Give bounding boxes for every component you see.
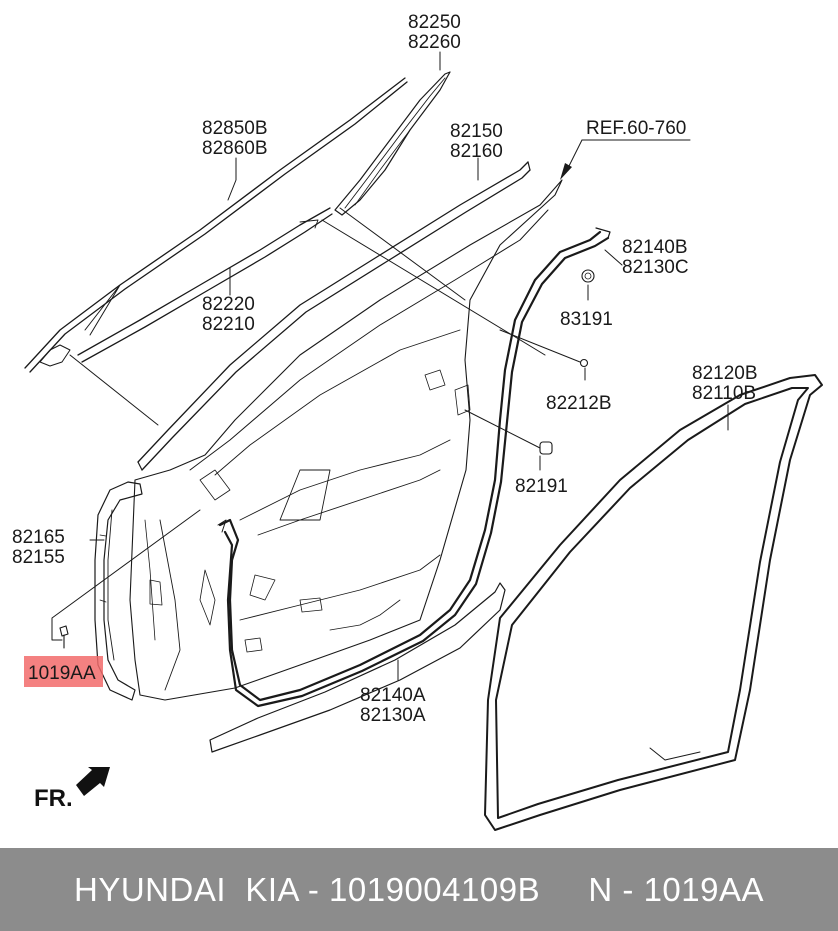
label-82212b: 82212B <box>546 393 612 414</box>
label-82210: 82210 <box>202 314 255 335</box>
footer-bar: HYUNDAI KIA - 1019004109B N - 1019AA <box>0 848 838 931</box>
label-82191: 82191 <box>515 476 568 497</box>
window-frame-moulding <box>137 161 531 471</box>
parts-diagram: 82250 82260 82850B 82860B 82150 82160 RE… <box>12 12 823 831</box>
label-82130c: 82130C <box>622 257 689 278</box>
door-panel <box>129 179 563 701</box>
label-83191: 83191 <box>560 309 613 330</box>
label-82850b: 82850B <box>202 118 268 139</box>
label-1019aa: 1019AA <box>28 663 96 684</box>
clip-82191 <box>539 441 553 455</box>
screw-82212b <box>579 358 589 368</box>
label-82260: 82260 <box>408 32 461 53</box>
label-82120b: 82120B <box>692 363 758 384</box>
leader-lines <box>51 51 729 681</box>
label-82140b: 82140B <box>622 237 688 258</box>
label-ref: REF.60-760 <box>586 118 686 139</box>
door-weatherstrip <box>217 227 611 708</box>
label-82860b: 82860B <box>202 138 268 159</box>
front-direction-label: FR. <box>34 785 73 812</box>
label-82220: 82220 <box>202 294 255 315</box>
label-82250: 82250 <box>408 12 461 33</box>
front-arrow-icon <box>76 767 110 796</box>
body-weatherstrip <box>484 374 823 831</box>
label-82110b: 82110B <box>692 383 756 404</box>
label-82140a: 82140A <box>360 685 426 706</box>
label-82150: 82150 <box>450 121 503 142</box>
belt-moulding-outer <box>24 77 408 373</box>
lower-weatherstrip <box>209 582 506 753</box>
footer-part-number: HYUNDAI KIA - 1019004109B N - 1019AA <box>73 870 765 908</box>
label-82155: 82155 <box>12 547 65 568</box>
label-82130a: 82130A <box>360 705 426 726</box>
ref-arrow-icon <box>560 163 572 180</box>
label-82160: 82160 <box>450 141 503 162</box>
screw-1019aa <box>59 625 69 649</box>
label-82165: 82165 <box>12 527 65 548</box>
belt-weatherstrip-inner <box>77 207 333 363</box>
clip-83191 <box>581 269 595 283</box>
side-weatherstrip <box>94 481 143 701</box>
delta-cover <box>334 71 451 216</box>
highlight-box <box>24 656 103 687</box>
